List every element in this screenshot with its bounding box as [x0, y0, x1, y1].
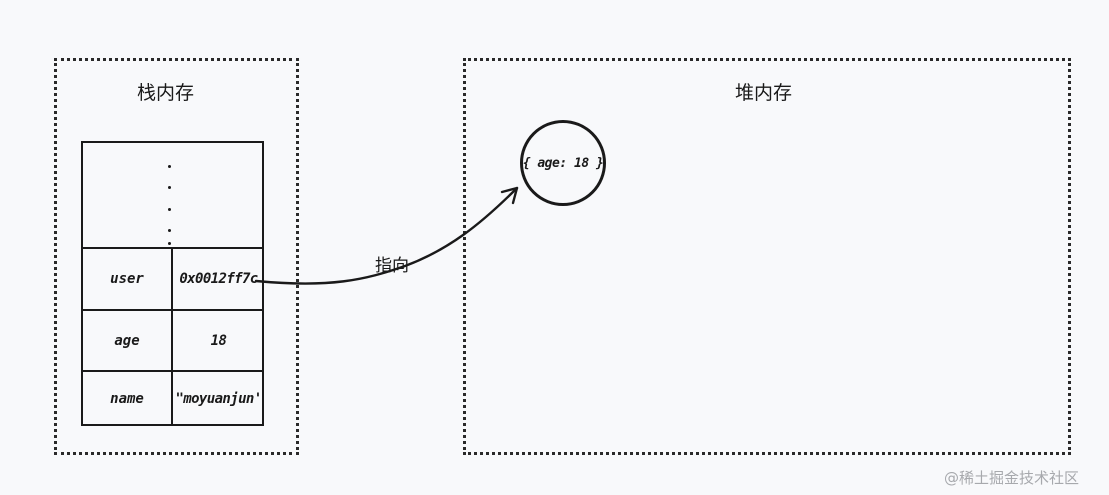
ellipsis-dot	[168, 186, 171, 189]
heap-memory-region	[463, 58, 1071, 455]
heap-memory-title: 堆内存	[735, 82, 793, 104]
column-divider	[171, 248, 173, 424]
stack-key-user: user	[110, 271, 144, 287]
pointer-label: 指向	[375, 256, 409, 276]
ellipsis-dot	[168, 229, 171, 232]
stack-memory-title: 栈内存	[137, 82, 195, 104]
stack-memory-region	[54, 58, 299, 455]
stack-key-name: name	[110, 391, 144, 407]
pointer-arrow-head	[500, 186, 519, 205]
stack-value-age: 18	[210, 332, 227, 349]
stack-value-name: "moyuanjun'	[175, 391, 262, 407]
heap-object-circle: { age: 18 }	[520, 120, 606, 206]
stack-value-user: 0x0012ff7c	[179, 271, 258, 287]
watermark: @稀土掘金技术社区	[944, 469, 1080, 487]
ellipsis-dot	[168, 165, 171, 168]
ellipsis-dot	[168, 242, 171, 245]
ellipsis-dot	[168, 208, 171, 211]
stack-table: user 0x0012ff7c age 18 name "moyuanjun'	[81, 141, 264, 426]
pointer-arrow-curve	[254, 186, 519, 285]
stack-key-age: age	[114, 332, 140, 349]
heap-object-text: { age: 18 }	[522, 155, 604, 171]
